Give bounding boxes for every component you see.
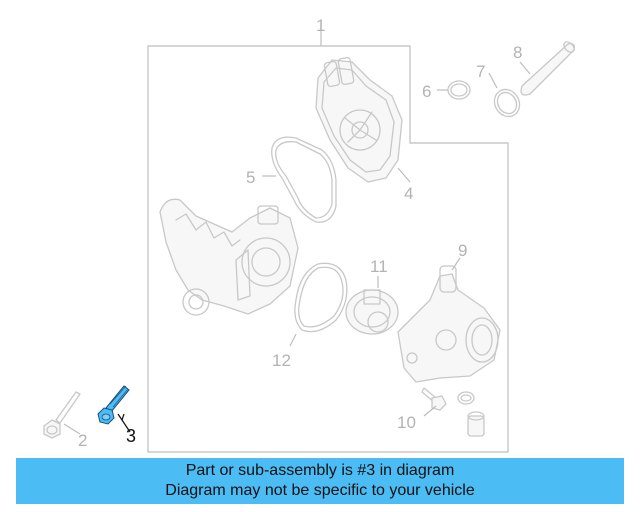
bolt-part-10[interactable] [421,387,447,417]
bolt-part-3-highlighted[interactable] [97,385,131,433]
callout-8: 8 [513,43,522,62]
callout-2: 2 [78,431,87,450]
bolt-part-2[interactable] [43,391,81,439]
seal-part-12[interactable] [289,262,348,347]
ring-part-small [457,391,475,405]
main-housing [159,198,299,316]
callout-7: 7 [476,62,485,81]
callout-4: 4 [404,184,413,203]
pump-housing-part-4[interactable] [315,56,411,183]
callout-11: 11 [370,257,388,276]
callout-12: 12 [272,351,291,370]
callout-6: 6 [422,82,431,101]
cap-part [467,411,485,437]
banner-disclaimer: Diagram may not be specific to your vehi… [165,482,475,499]
banner-part-note: Part or sub-assembly is #3 in diagram [185,462,455,479]
callout-1: 1 [316,16,325,35]
info-banner: Part or sub-assembly is #3 in diagram Di… [16,458,624,504]
callout-5: 5 [246,168,255,187]
thermostat-part-11[interactable] [345,276,399,335]
thermostat-housing-part-9[interactable] [397,257,501,383]
callout-10: 10 [397,413,416,432]
callout-3: 3 [126,426,136,446]
pipe-part-8[interactable] [519,40,576,96]
callout-9: 9 [458,241,467,260]
ring-part-6[interactable] [437,80,471,100]
o-ring-part-7[interactable] [488,72,524,121]
gasket-part-5[interactable] [262,136,337,223]
assembly-frame [147,45,509,453]
